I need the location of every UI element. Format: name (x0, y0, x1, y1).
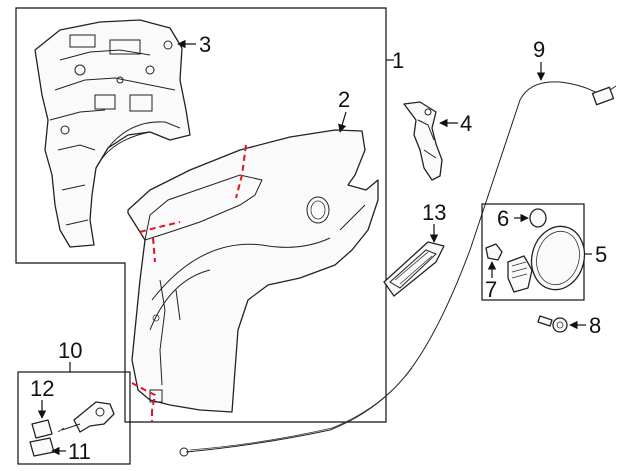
callout-3: 3 (199, 32, 211, 57)
callout-5: 5 (595, 242, 607, 267)
small-cover (31, 419, 53, 439)
fuel-door (507, 225, 586, 293)
bumper (529, 208, 547, 228)
grommet (29, 437, 55, 457)
bracket (403, 101, 443, 181)
latch-actuator (57, 401, 115, 433)
group-frame-1 (15, 7, 387, 423)
callout-12: 12 (30, 376, 54, 401)
callout-6: 6 (497, 206, 509, 231)
cut-lines (131, 144, 247, 422)
callout-1: 1 (392, 48, 404, 73)
callout-2: 2 (338, 87, 350, 112)
callout-4: 4 (460, 111, 472, 136)
callout-9: 9 (533, 37, 545, 62)
group-frame-10 (17, 371, 131, 465)
callout-13: 13 (422, 200, 446, 225)
screw (537, 315, 568, 333)
inner-wheelhouse-panel (34, 19, 191, 248)
callout-11: 11 (68, 439, 91, 464)
quarter-panel (127, 129, 379, 413)
leader-2 (338, 111, 347, 133)
clip (485, 243, 503, 261)
callout-8: 8 (589, 313, 601, 338)
callout-10: 10 (58, 338, 82, 363)
filler-pocket (383, 241, 445, 297)
release-cable (179, 81, 617, 457)
callout-7: 7 (485, 277, 497, 302)
